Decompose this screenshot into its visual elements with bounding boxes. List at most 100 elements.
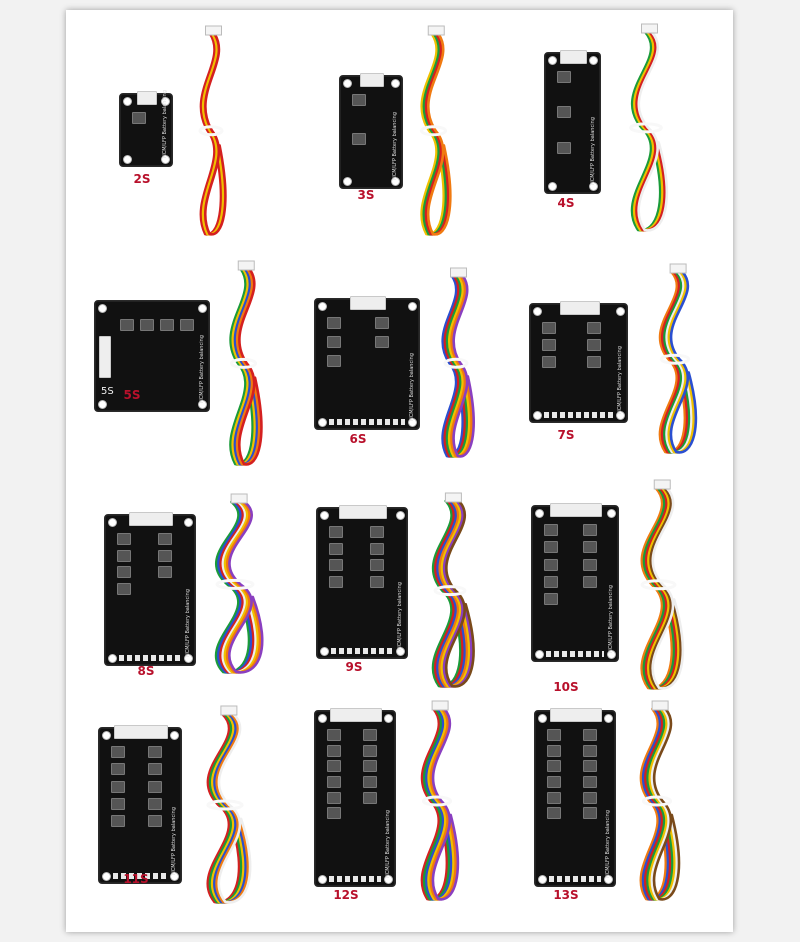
wire — [229, 267, 254, 466]
mounting-hole — [538, 875, 547, 884]
product-label: 2S — [133, 172, 151, 186]
solder-pads — [331, 648, 393, 654]
balancer-chip — [327, 355, 341, 368]
mounting-hole — [616, 411, 625, 420]
wire — [425, 707, 453, 901]
product-label: 7S — [557, 428, 575, 442]
mounting-hole — [318, 302, 327, 311]
solder-pads — [119, 655, 181, 661]
pcb-board: NCM/LFP Battery balancing — [104, 512, 196, 666]
balance-connector — [360, 73, 384, 87]
wire — [223, 500, 260, 674]
balancer-chip — [111, 780, 125, 793]
balancer-chip — [111, 797, 125, 810]
wire — [206, 712, 241, 904]
balancer-chip — [370, 575, 384, 588]
wire — [215, 712, 250, 904]
balancer-chip — [542, 355, 556, 368]
wire — [649, 486, 682, 690]
wire — [644, 486, 678, 690]
product-label: 12S — [333, 888, 359, 902]
board-silkscreen: NCM/LFP Battery balancing — [385, 810, 391, 878]
balancer-chip — [148, 815, 162, 828]
balance-connector — [559, 301, 600, 315]
balancer-chip — [148, 746, 162, 758]
mounting-hole — [198, 304, 207, 313]
balancer-chip — [148, 797, 162, 810]
wire — [640, 486, 673, 690]
balancer-chip — [583, 541, 597, 554]
balancer-chip — [586, 355, 601, 368]
wire — [237, 267, 263, 466]
balancer-chip — [583, 558, 597, 571]
wire — [643, 707, 672, 901]
balancer-chip — [117, 549, 131, 562]
wire-harness — [658, 263, 698, 454]
wire — [658, 270, 687, 454]
wire — [420, 707, 449, 901]
wire — [427, 707, 455, 901]
wire — [422, 32, 448, 236]
balancer-chip — [583, 575, 597, 588]
solder-pads — [329, 419, 405, 425]
mounting-hole — [607, 509, 616, 518]
mounting-hole — [391, 177, 400, 186]
wire-plug — [444, 492, 462, 503]
wire-plug — [431, 700, 449, 711]
product-label: 3S — [357, 188, 375, 202]
mounting-hole — [589, 56, 598, 65]
balance-connector — [560, 50, 587, 64]
wire — [660, 270, 689, 454]
wire — [443, 274, 467, 458]
wire — [225, 500, 262, 674]
balance-connector — [330, 708, 382, 722]
balancer-chip — [327, 791, 341, 804]
balancer-chip — [583, 807, 597, 820]
cable-tie — [641, 795, 673, 807]
board-silkscreen: NCM/LFP Battery balancing — [409, 353, 415, 421]
mounting-hole — [318, 714, 327, 723]
wire — [219, 500, 255, 674]
board-silkscreen: NCM/LFP Battery balancing — [617, 346, 623, 414]
wire — [637, 30, 668, 232]
balancer-chip — [132, 112, 146, 124]
mounting-hole — [538, 714, 547, 723]
balancer-chip — [544, 541, 558, 554]
mounting-hole — [408, 418, 417, 427]
wire-harness — [198, 25, 227, 236]
product-label: 4S — [557, 196, 575, 210]
wire-harness — [431, 492, 475, 688]
board-silkscreen: NCM/LFP Battery balancing — [185, 589, 191, 657]
mounting-hole — [533, 411, 542, 420]
balancer-chip — [327, 776, 341, 788]
balancer-chip — [547, 776, 561, 788]
wire-plug — [237, 260, 255, 271]
wire — [235, 267, 261, 466]
wire — [436, 499, 466, 688]
balancer-chip — [327, 336, 341, 349]
balancer-chip — [583, 760, 597, 773]
mounting-hole — [320, 647, 329, 656]
wire — [440, 499, 471, 688]
balancer-chip — [111, 746, 125, 758]
wire — [633, 30, 664, 232]
solder-pads — [544, 412, 613, 418]
wire-plug — [220, 705, 238, 716]
wire — [445, 274, 469, 458]
balancer-chip — [148, 780, 162, 793]
balancer-chip — [158, 533, 172, 545]
wire — [422, 707, 451, 901]
wire — [213, 712, 247, 904]
balancer-chip — [583, 744, 597, 757]
wire — [652, 707, 681, 901]
wire — [663, 270, 691, 454]
balancer-chip — [542, 338, 556, 351]
mounting-hole — [98, 304, 107, 313]
balancer-chip — [370, 542, 384, 555]
wire-harness — [629, 23, 668, 232]
balancer-chip — [329, 526, 343, 538]
mounting-hole — [616, 307, 625, 316]
product-image-frame: NCM/LFP Battery balancing 2S NCM/LFP Batte… — [66, 10, 733, 932]
balancer-chip — [327, 807, 341, 820]
wire-plug — [653, 479, 671, 490]
